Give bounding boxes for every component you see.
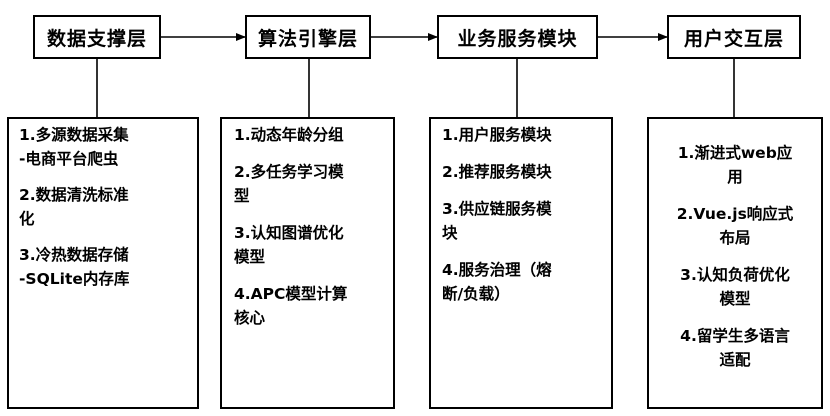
detail-item: 4.留学生多语言 适配 xyxy=(680,327,790,369)
detail-box-data-support: 1.多源数据采集 -电商平台爬虫 2.数据清洗标准 化 3.冷热数据存储 -SQ… xyxy=(7,117,199,409)
detail-item: 2.Vue.js响应式 布局 xyxy=(676,205,794,247)
detail-item: 1.多源数据采集 -电商平台爬虫 xyxy=(19,126,129,168)
detail-item: 1.用户服务模块 xyxy=(442,126,552,144)
layer-title: 数据支撑层 xyxy=(46,27,147,50)
layer-title: 用户交互层 xyxy=(683,27,784,50)
detail-item: 1.渐进式web应 用 xyxy=(677,144,793,186)
detail-item: 3.认知负荷优化 模型 xyxy=(680,266,790,308)
detail-item: 2.多任务学习模 型 xyxy=(234,163,344,205)
detail-list: 1.渐进式web应 用 2.Vue.js响应式 布局 3.认知负荷优化 模型 4… xyxy=(653,141,817,372)
layer-box-algorithm-engine: 算法引擎层 xyxy=(245,15,371,59)
detail-item: 4.服务治理（熔 断/负载） xyxy=(442,261,552,303)
layer-title: 业务服务模块 xyxy=(457,27,578,50)
detail-item: 1.动态年龄分组 xyxy=(234,126,344,144)
detail-box-user-interaction: 1.渐进式web应 用 2.Vue.js响应式 布局 3.认知负荷优化 模型 4… xyxy=(647,117,823,409)
detail-item: 2.推荐服务模块 xyxy=(442,163,552,181)
detail-item: 2.数据清洗标准 化 xyxy=(19,186,129,228)
detail-item: 3.冷热数据存储 -SQLite内存库 xyxy=(19,246,130,288)
layer-box-business-service: 业务服务模块 xyxy=(437,15,598,59)
layer-box-data-support: 数据支撑层 xyxy=(33,15,161,59)
detail-item: 3.认知图谱优化 模型 xyxy=(234,224,344,266)
detail-item: 3.供应链服务模 块 xyxy=(442,200,552,242)
layer-box-user-interaction: 用户交互层 xyxy=(667,15,801,59)
detail-list: 1.多源数据采集 -电商平台爬虫 2.数据清洗标准 化 3.冷热数据存储 -SQ… xyxy=(19,123,191,291)
detail-list: 1.动态年龄分组 2.多任务学习模 型 3.认知图谱优化 模型 4.APC模型计… xyxy=(234,123,387,330)
detail-item: 4.APC模型计算 核心 xyxy=(234,285,348,327)
detail-box-business-service: 1.用户服务模块 2.推荐服务模块 3.供应链服务模 块 4.服务治理（熔 断/… xyxy=(429,117,613,409)
layer-title: 算法引擎层 xyxy=(257,27,358,50)
detail-list: 1.用户服务模块 2.推荐服务模块 3.供应链服务模 块 4.服务治理（熔 断/… xyxy=(442,123,605,306)
detail-box-algorithm-engine: 1.动态年龄分组 2.多任务学习模 型 3.认知图谱优化 模型 4.APC模型计… xyxy=(220,117,395,409)
